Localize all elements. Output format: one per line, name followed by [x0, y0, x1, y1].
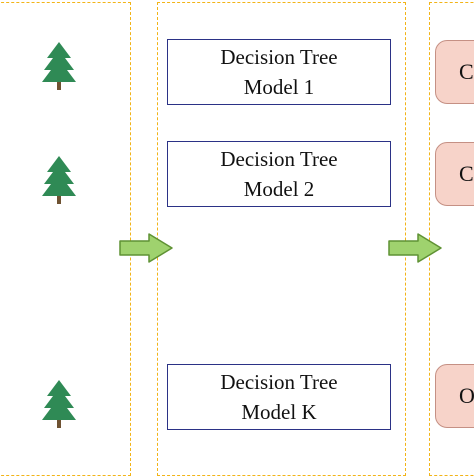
- tree-icon: [39, 154, 79, 206]
- right-arrow-icon: [119, 233, 175, 263]
- model-box-title: Decision Tree: [220, 147, 338, 171]
- result-label: C: [459, 59, 474, 84]
- tree-icon: [39, 378, 79, 430]
- result-label: O: [459, 383, 474, 408]
- right-arrow-icon: [388, 233, 444, 263]
- result-box-2: C: [435, 142, 474, 206]
- result-box-k: O: [435, 364, 474, 428]
- model-box-k: Decision Tree Model K: [167, 364, 391, 430]
- model-box-1: Decision Tree Model 1: [167, 39, 391, 105]
- model-box-name: Model K: [241, 400, 317, 424]
- result-box-1: C: [435, 40, 474, 104]
- model-box-title: Decision Tree: [220, 45, 338, 69]
- model-box-name: Model 1: [243, 75, 315, 99]
- tree-icon: [39, 40, 79, 92]
- model-box-2: Decision Tree Model 2: [167, 141, 391, 207]
- model-box-name: Model 2: [243, 177, 315, 201]
- result-label: C: [459, 161, 474, 186]
- model-box-title: Decision Tree: [220, 370, 338, 394]
